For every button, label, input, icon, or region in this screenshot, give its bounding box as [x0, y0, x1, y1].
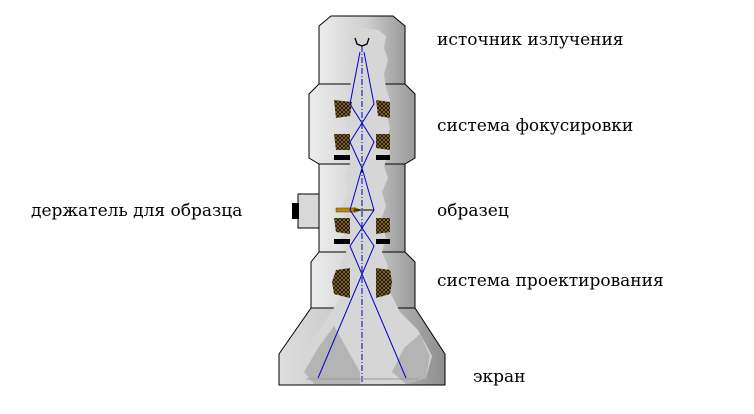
condenser-aperture-right [376, 155, 390, 160]
holder-knob [292, 203, 299, 219]
objective-lens [334, 218, 390, 244]
condenser-lens-upper-left [334, 100, 352, 118]
label-holder: держатель для образца [31, 201, 243, 221]
objective-lens-left [334, 218, 350, 234]
sample-holder-icon [335, 207, 374, 213]
beam-right [349, 51, 407, 379]
label-sample: образец [437, 201, 509, 221]
condenser-lens-lower-right [376, 134, 390, 150]
magnetic-lens-icon [334, 100, 390, 160]
inner-chamber [300, 28, 432, 384]
condenser-lens-upper-right [376, 100, 390, 118]
label-projection: система проектирования [437, 271, 664, 291]
projection-lens [332, 268, 392, 298]
projection-lens-right [376, 268, 392, 298]
label-screen: экран [473, 367, 526, 387]
holder-housing [297, 193, 320, 229]
objective-aperture-right [376, 239, 390, 244]
label-source: источник излучения [437, 30, 624, 50]
condenser-aperture-left [334, 155, 350, 160]
label-focusing: система фокусировки [437, 116, 634, 136]
objective-lens-right [376, 218, 390, 234]
condenser-lens-lower-left [334, 134, 350, 150]
projection-lens-left [332, 268, 350, 298]
electron-beam [317, 51, 407, 379]
objective-aperture-left [334, 239, 350, 244]
inner-chamber-shadow [304, 326, 430, 384]
